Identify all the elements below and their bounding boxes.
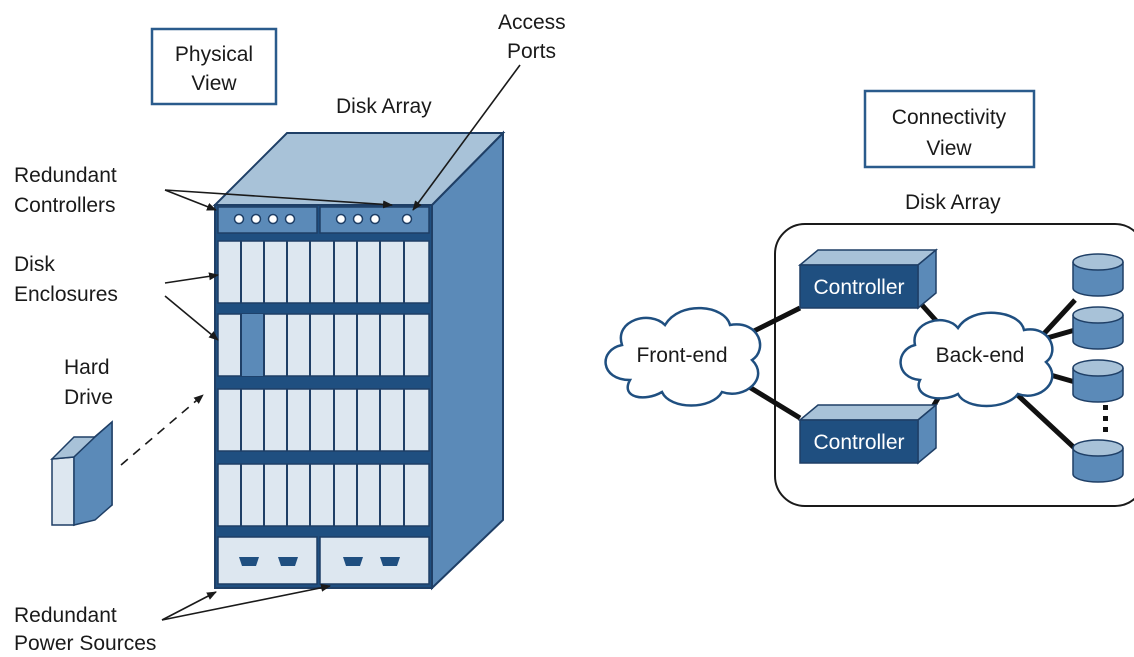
disk-enclosure-2 (217, 313, 430, 377)
power-sources-label-line1: Redundant (14, 604, 117, 627)
physical-arrows (120, 64, 521, 621)
power-supply-right (319, 536, 430, 585)
disk-array-label-physical: Disk Array (336, 95, 432, 118)
connectivity-view-box: Connectivity View (863, 89, 1036, 169)
front-end-label: Front-end (636, 344, 727, 367)
controller-top: Controller (797, 248, 939, 310)
arrow-to-controller-right (164, 189, 393, 209)
controller-bottom: Controller (797, 403, 939, 465)
access-ports-label-line1: Access (498, 11, 566, 34)
empty-drive-slot (241, 314, 264, 376)
disk-enclosure-4 (217, 463, 430, 527)
disk-cylinder-1 (1072, 253, 1124, 297)
physical-view-title-line1: Physical (175, 43, 253, 66)
controller-left (217, 206, 318, 234)
redundant-controllers-label-line1: Redundant (14, 164, 117, 187)
disk-cylinder-2 (1072, 306, 1124, 350)
disk-array-label-connectivity: Disk Array (905, 191, 1001, 214)
disk-cylinder-3 (1072, 359, 1124, 403)
arrow-to-enclosure-1 (164, 272, 219, 284)
power-sources-label-line2: Power Sources (14, 632, 156, 655)
arrow-to-power-right (161, 583, 331, 621)
physical-view-box: Physical View (150, 27, 278, 106)
front-end-cloud: Front-end (604, 306, 762, 407)
hard-drive-label-line1: Hard (64, 356, 110, 379)
rack-side (431, 130, 504, 591)
disk-array-rack (212, 130, 506, 591)
power-supply-left (217, 536, 318, 585)
redundant-controllers-label-line2: Controllers (14, 194, 116, 217)
hard-drive-label-line2: Drive (64, 386, 113, 409)
disk-enclosure-1 (217, 240, 430, 304)
disk-enclosure-3 (217, 388, 430, 452)
arrow-to-enclosure-2 (164, 295, 219, 341)
arrow-to-power-left (161, 591, 217, 621)
arrow-to-access-ports (412, 64, 521, 211)
back-end-label: Back-end (936, 344, 1025, 367)
connectivity-view-title-line1: Connectivity (892, 106, 1007, 129)
power-supplies (217, 536, 430, 585)
arrow-hard-drive-insert (120, 394, 204, 466)
ellipsis-dots (1103, 405, 1108, 432)
controller-top-label: Controller (813, 276, 904, 299)
physical-view-title-line2: View (191, 72, 237, 95)
disk-cylinder-4 (1072, 439, 1124, 483)
access-port-leds (233, 213, 413, 225)
disk-enclosures-label-line1: Disk (14, 253, 55, 276)
arrow-to-controller-left (164, 189, 217, 211)
disk-enclosures-label-line2: Enclosures (14, 283, 118, 306)
hard-drive-icon (50, 420, 113, 527)
access-ports-label-line2: Ports (507, 40, 556, 63)
connectivity-view-title-line2: View (926, 137, 972, 160)
disk-cylinders (1072, 253, 1124, 483)
controller-bottom-label: Controller (813, 431, 904, 454)
back-end-cloud: Back-end (899, 311, 1054, 408)
